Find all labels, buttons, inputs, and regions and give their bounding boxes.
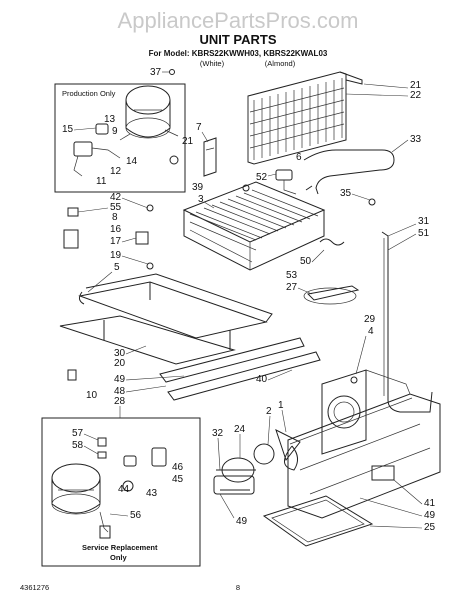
callout-48: 48 <box>114 386 126 397</box>
callout-43: 43 <box>146 488 158 499</box>
callout-40: 40 <box>256 374 268 385</box>
callout-21: 21 <box>410 80 422 91</box>
machine-compartment <box>287 369 441 519</box>
callout-8: 8 <box>112 212 118 223</box>
callout-7: 7 <box>196 122 202 133</box>
callout-53: 53 <box>286 270 298 281</box>
callout-4: 4 <box>368 326 374 337</box>
callout-17: 17 <box>110 236 122 247</box>
callout-24: 24 <box>234 424 246 435</box>
footer-page-number: 8 <box>236 583 240 592</box>
page-title: UNIT PARTS <box>199 32 276 47</box>
callout-49-a: 49 <box>114 374 126 385</box>
callout-28: 28 <box>114 396 126 407</box>
callout-33: 33 <box>410 134 422 145</box>
callout-45: 45 <box>172 474 184 485</box>
callout-49-c: 49 <box>236 516 248 527</box>
service-replacement-label: Service Replacement <box>82 543 158 552</box>
drain-pan <box>262 495 374 547</box>
callout-22: 22 <box>410 90 422 101</box>
evaporator <box>182 181 326 271</box>
callout-51: 51 <box>418 228 430 239</box>
relay-service <box>97 437 167 539</box>
production-only-label: Production Only <box>62 89 116 98</box>
callout-15: 15 <box>62 124 74 135</box>
callout-21b: 21 <box>182 136 194 147</box>
callout-29: 29 <box>364 314 376 325</box>
compressor-production <box>119 85 179 141</box>
callout-42: 42 <box>110 192 122 203</box>
condenser-tube <box>303 149 395 195</box>
fan-assembly <box>253 429 301 471</box>
callout-9: 9 <box>112 126 118 137</box>
drain-trough <box>303 285 360 305</box>
condenser-coil <box>247 71 363 165</box>
relay-production <box>73 123 121 177</box>
callout-30: 30 <box>114 348 126 359</box>
callout-49-b: 49 <box>424 510 436 521</box>
callout-20: 20 <box>114 358 126 369</box>
footer-doc-number: 4361276 <box>20 583 49 592</box>
callout-56: 56 <box>130 510 142 521</box>
watermark: AppliancePartsPros.com <box>118 8 359 33</box>
callout-10: 10 <box>86 390 98 401</box>
callout-37: 37 <box>150 67 162 78</box>
callout-31: 31 <box>418 216 430 227</box>
heater-tube <box>381 231 433 413</box>
callout-11: 11 <box>96 176 107 187</box>
callout-58: 58 <box>72 440 84 451</box>
callout-44: 44 <box>118 484 130 495</box>
base-rails <box>59 273 321 401</box>
callout-52: 52 <box>256 172 268 183</box>
callout-12: 12 <box>110 166 122 177</box>
callout-57: 57 <box>72 428 84 439</box>
callouts: 37 21 22 7 33 13 15 9 14 12 11 21 39 3 5… <box>62 67 436 533</box>
callout-25: 25 <box>424 522 436 533</box>
model-line: For Model: KBRS22KWWH03, KBRS22KWAL03 <box>149 49 328 58</box>
service-replacement-box: Service Replacement Only <box>41 417 201 567</box>
callout-1: 1 <box>278 400 284 411</box>
color-white-label: (White) <box>200 59 225 68</box>
callout-27: 27 <box>286 282 298 293</box>
clip-50 <box>319 238 345 246</box>
production-only-box: Production Only <box>54 83 186 193</box>
callout-35: 35 <box>340 188 352 199</box>
condenser-fan-motor <box>213 457 256 495</box>
bracket-7 <box>203 137 217 177</box>
color-almond-label: (Almond) <box>265 59 296 68</box>
callout-3: 3 <box>198 194 204 205</box>
callout-39: 39 <box>192 182 204 193</box>
defrost-part-52 <box>275 169 297 195</box>
callout-13: 13 <box>104 114 116 125</box>
service-only-label: Only <box>110 553 127 562</box>
callout-6: 6 <box>296 152 302 163</box>
callout-2: 2 <box>266 406 272 417</box>
callout-19: 19 <box>110 250 122 261</box>
callout-50: 50 <box>300 256 312 267</box>
callout-55: 55 <box>110 202 122 213</box>
callout-5: 5 <box>114 262 120 273</box>
callout-16: 16 <box>110 224 122 235</box>
callout-46: 46 <box>172 462 184 473</box>
callout-41: 41 <box>424 498 436 509</box>
callout-14: 14 <box>126 156 138 167</box>
compressor-service <box>51 463 101 515</box>
callout-32: 32 <box>212 428 224 439</box>
